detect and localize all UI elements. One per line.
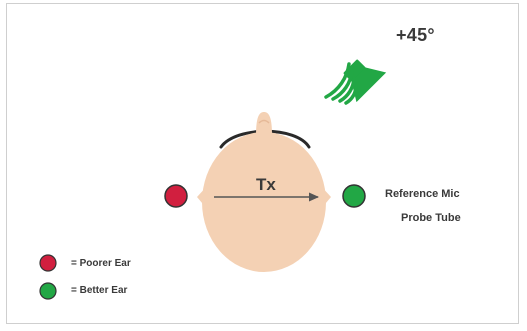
legend-poorer-label: = Poorer Ear — [71, 258, 131, 269]
tx-label: Tx — [256, 175, 276, 194]
legend-better-dot — [39, 282, 57, 300]
tx-arrow — [214, 192, 319, 202]
arrow-head — [309, 192, 319, 202]
legend-better-label: = Better Ear — [71, 285, 128, 296]
poorer-ear-marker — [164, 184, 188, 208]
reference-mic-label: Reference Mic — [385, 188, 460, 200]
sound-wave-2 — [338, 76, 356, 103]
legend-poorer-dot — [39, 254, 57, 272]
left-ear — [197, 185, 208, 210]
nose — [256, 112, 272, 136]
speaker-icon — [324, 59, 387, 105]
angle-label: +45° — [396, 25, 435, 45]
nose-detail — [258, 119, 270, 124]
speaker-cone — [351, 67, 387, 103]
probe-tube-label: Probe Tube — [401, 212, 461, 224]
sound-wave-1 — [344, 84, 358, 105]
sound-wave-3 — [331, 69, 354, 101]
right-ear — [320, 185, 331, 210]
head — [202, 132, 326, 272]
head-top-view — [197, 112, 331, 272]
speaker-body — [343, 59, 366, 82]
better-ear-marker — [342, 184, 366, 208]
sound-wave-4 — [324, 62, 351, 99]
